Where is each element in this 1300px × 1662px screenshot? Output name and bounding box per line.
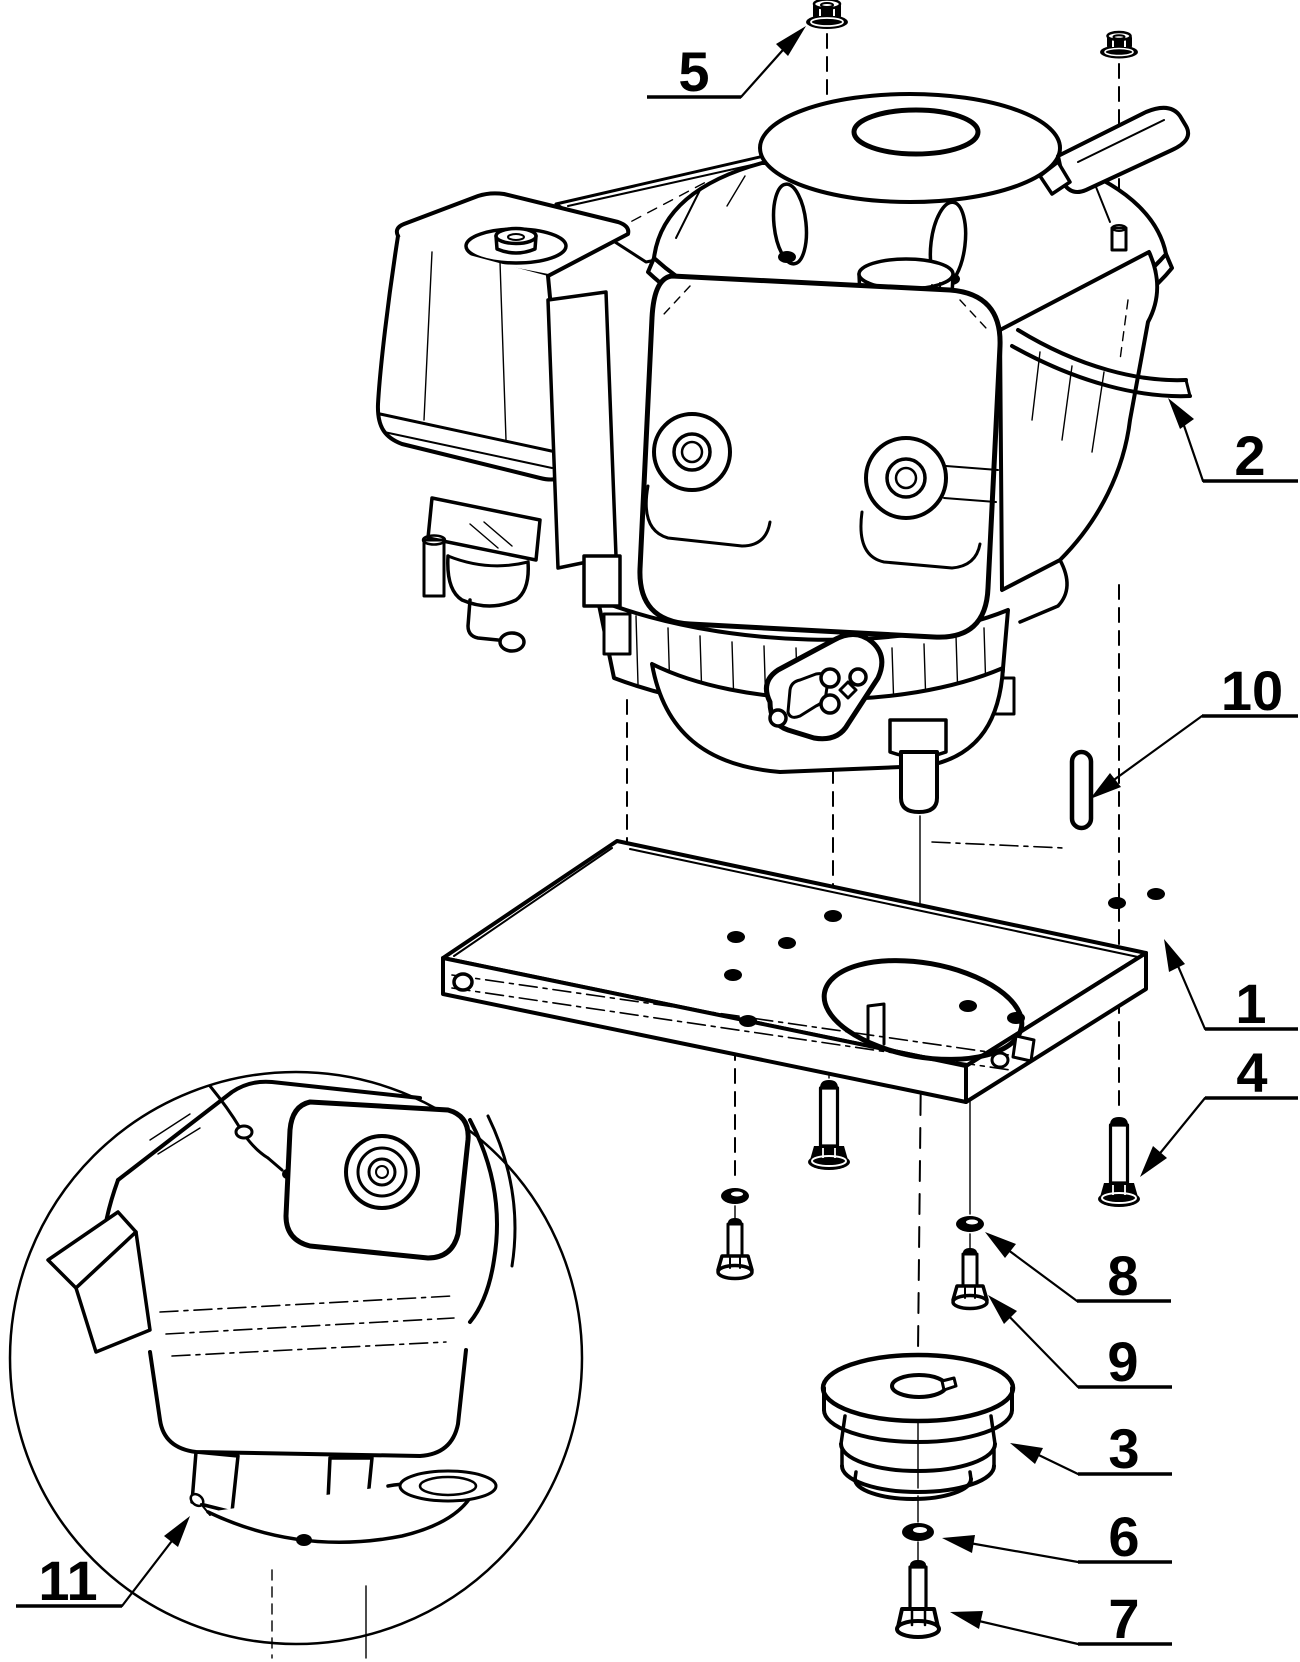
crankshaft bbox=[888, 718, 948, 814]
cylinder-shroud bbox=[998, 250, 1192, 624]
detail-view bbox=[8, 1070, 584, 1659]
callout-8-arrow bbox=[985, 1232, 1016, 1258]
fuel-drain-tip bbox=[498, 631, 526, 653]
bolt-7 bbox=[895, 1560, 941, 1639]
detail-view-circle bbox=[8, 1070, 584, 1646]
callout-10-leader bbox=[1098, 714, 1204, 792]
flange-nut-right bbox=[1100, 30, 1138, 59]
washer-6 bbox=[902, 1523, 934, 1541]
callout-7-leader bbox=[964, 1616, 1080, 1646]
engine-assembly bbox=[375, 92, 1192, 814]
callout-1-label: 1 bbox=[1235, 972, 1266, 1035]
callout-4: 4 bbox=[1140, 1041, 1298, 1177]
callout-5-leader bbox=[739, 40, 792, 99]
recoil-starter-top bbox=[758, 92, 1062, 204]
callout-8: 8 bbox=[985, 1232, 1171, 1307]
callout-11: 11 bbox=[16, 1516, 190, 1612]
callout-2: 2 bbox=[1168, 398, 1298, 487]
callout-11-arrow bbox=[164, 1516, 190, 1547]
fuel-cap bbox=[494, 226, 538, 255]
callout-11-leader bbox=[120, 1531, 180, 1608]
callout-8-label: 8 bbox=[1107, 1244, 1138, 1307]
callout-10: 10 bbox=[1090, 659, 1298, 799]
recoil-center-hole bbox=[851, 107, 981, 157]
callout-9: 9 bbox=[988, 1295, 1172, 1393]
callout-9-arrow bbox=[988, 1295, 1017, 1324]
plate-notch bbox=[1011, 1034, 1036, 1063]
dipstick-handle bbox=[1038, 105, 1191, 252]
callout-4-label: 4 bbox=[1236, 1041, 1267, 1104]
cover-boss-left bbox=[644, 412, 772, 548]
callout-9-label: 9 bbox=[1107, 1330, 1138, 1393]
callout-2-label: 2 bbox=[1234, 424, 1265, 487]
callout-5-arrow bbox=[776, 26, 806, 56]
callout-3-arrow bbox=[1010, 1443, 1043, 1464]
callout-10-label: 10 bbox=[1221, 659, 1283, 722]
callout-7: 7 bbox=[950, 1587, 1172, 1650]
callout-9-leader bbox=[996, 1303, 1080, 1389]
exhaust-gasket bbox=[763, 632, 885, 742]
callout-7-label: 7 bbox=[1108, 1587, 1139, 1650]
callout-11-label: 11 bbox=[38, 1549, 97, 1612]
carburetor bbox=[421, 290, 618, 653]
mount-bolt-4 bbox=[1098, 1117, 1140, 1207]
callout-10-arrow bbox=[1090, 773, 1121, 799]
washer-8 bbox=[956, 1216, 984, 1232]
pulley bbox=[820, 1352, 1016, 1501]
callout-3-label: 3 bbox=[1108, 1417, 1139, 1480]
callout-2-arrow bbox=[1168, 398, 1194, 429]
callout-4-arrow bbox=[1140, 1146, 1167, 1177]
front-cover bbox=[637, 273, 1003, 640]
callout-5: 5 bbox=[647, 26, 806, 103]
fuel-tank bbox=[375, 191, 631, 482]
shaft-key-pin bbox=[1069, 749, 1094, 831]
callout-3: 3 bbox=[1010, 1417, 1172, 1480]
detail-fuel-line bbox=[208, 1084, 270, 1160]
cover-boss-right bbox=[859, 436, 999, 570]
detail-port-boss bbox=[344, 1134, 420, 1210]
detail-screw-11 bbox=[189, 1492, 211, 1516]
engine-mount-bolt-left bbox=[808, 1080, 850, 1170]
callout-7-arrow bbox=[950, 1611, 983, 1629]
callout-1: 1 bbox=[1164, 939, 1298, 1035]
callout-1-arrow bbox=[1164, 939, 1185, 972]
callout-6-leader bbox=[956, 1539, 1080, 1564]
side-flange bbox=[1010, 328, 1192, 399]
bolt-9 bbox=[951, 1248, 989, 1311]
callout-6-arrow bbox=[942, 1535, 975, 1553]
callout-5-label: 5 bbox=[678, 40, 709, 103]
shaft-hole bbox=[821, 958, 1025, 1062]
washer-left bbox=[721, 1188, 749, 1204]
callout-6-label: 6 bbox=[1108, 1505, 1139, 1568]
bolt-left bbox=[716, 1218, 754, 1281]
mounting-plate bbox=[441, 839, 1165, 1104]
flange-nut-left bbox=[806, 0, 848, 29]
callout-6: 6 bbox=[942, 1505, 1172, 1568]
